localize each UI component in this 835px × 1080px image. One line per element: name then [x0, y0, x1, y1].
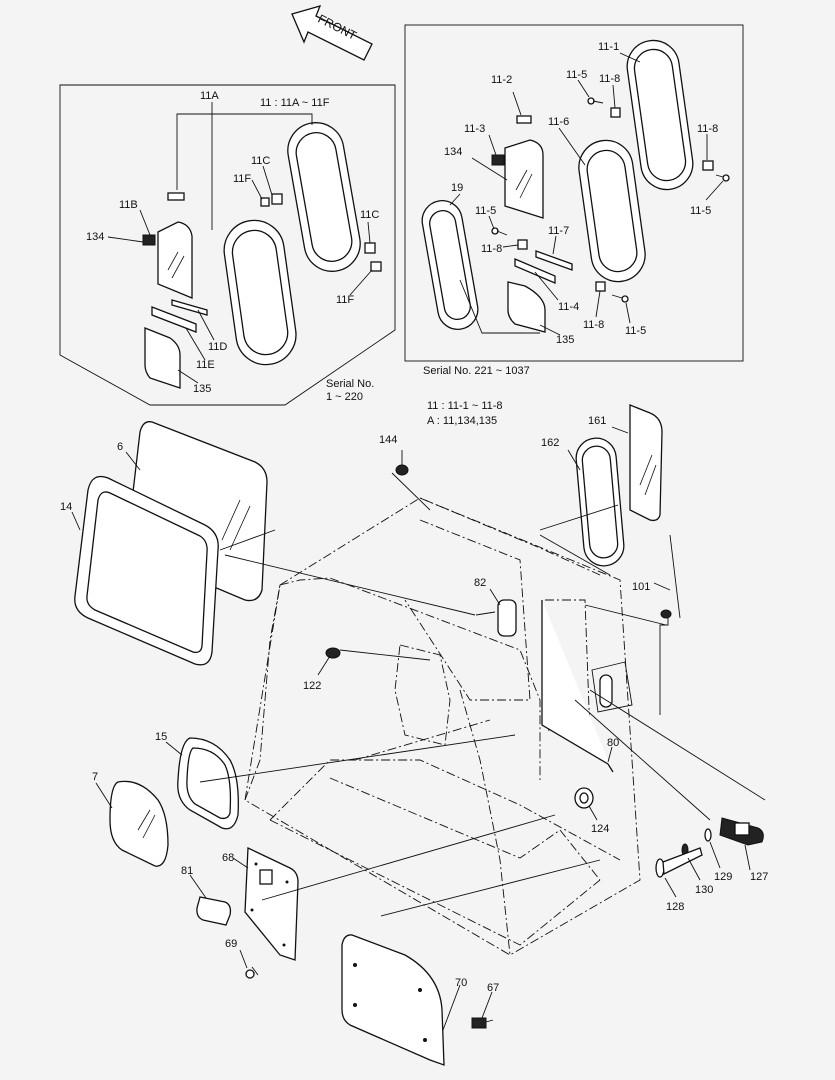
group-note-right-2: A : 11,134,135 [427, 415, 497, 427]
part-label: 11-1 [598, 41, 619, 53]
right-window-assembly [421, 39, 730, 336]
part-label: 129 [714, 871, 732, 883]
part-label: 81 [181, 865, 193, 877]
window-frame-162 [575, 437, 625, 567]
window-glass-7 [109, 780, 169, 867]
part-label: 11F [336, 294, 354, 306]
group-note-right-1: 11 : 11-1 ~ 11-8 [427, 400, 503, 412]
part-label: 134 [444, 146, 462, 158]
part-label: 161 [588, 415, 606, 427]
part-label: 6 [117, 441, 123, 453]
part-label: 162 [541, 437, 559, 449]
door-slot-oval [599, 674, 613, 708]
window-glass-161 [629, 404, 663, 522]
window-frame-14 [74, 475, 219, 666]
part-label: 11-5 [566, 69, 587, 81]
part-label: 14 [60, 501, 72, 513]
part-label: 101 [632, 581, 650, 593]
part-label: 11-3 [464, 123, 485, 135]
part-label: 80 [607, 737, 619, 749]
part-label: 15 [155, 731, 167, 743]
cab-frame [244, 497, 641, 956]
washer-129 [704, 828, 712, 842]
part-label: 11-8 [599, 73, 620, 85]
part-label: 68 [222, 852, 234, 864]
part-label: 11-6 [548, 116, 569, 128]
latch-127 [719, 817, 764, 846]
part-label: 11-5 [625, 325, 646, 337]
part-label: 70 [455, 977, 467, 989]
pad-81 [196, 896, 232, 926]
part-label: 7 [92, 771, 98, 783]
serial-box-right [404, 24, 744, 362]
serial-note-left-line1: Serial No. [326, 378, 374, 390]
part-label: 122 [303, 680, 321, 692]
panel-70 [341, 934, 445, 1066]
serial-note-left-line2: 1 ~ 220 [326, 391, 363, 403]
part-label: 69 [225, 938, 237, 950]
door-panel-slot [591, 661, 633, 713]
part-label: 11-5 [690, 205, 711, 217]
handle-82 [497, 599, 517, 637]
front-arrow: FRONT [291, 5, 373, 61]
grommet-124 [574, 787, 594, 809]
screw-icon [491, 97, 730, 303]
part-label: 11-2 [491, 74, 512, 86]
rod-80 [541, 600, 614, 773]
part-label: 11E [196, 359, 215, 371]
part-label: 19 [451, 182, 463, 194]
part-label: 11-5 [475, 205, 496, 217]
part-label: 127 [750, 871, 768, 883]
bolt-67 [471, 1017, 494, 1029]
part-label: 11-8 [583, 319, 604, 331]
part-label: 11-4 [558, 301, 579, 313]
serial-box-left [59, 84, 396, 406]
plate-68 [244, 846, 299, 961]
left-window-assembly [107, 102, 382, 389]
part-label: 135 [193, 383, 211, 395]
part-label: 128 [666, 901, 684, 913]
part-label: 67 [487, 982, 499, 994]
part-label: 11-7 [548, 225, 569, 237]
window-frame-15 [177, 737, 239, 830]
part-label: 11C [251, 155, 270, 167]
part-label: 130 [695, 884, 713, 896]
part-label: 134 [86, 231, 104, 243]
serial-note-right: Serial No. 221 ~ 1037 [423, 365, 530, 377]
bolt-128 [655, 847, 703, 878]
nut-144 [395, 464, 409, 476]
knob-122 [325, 647, 341, 659]
part-label: 11C [360, 209, 379, 221]
part-label: 11-8 [697, 123, 718, 135]
leader-lines [71, 426, 766, 1031]
part-label: 82 [474, 577, 486, 589]
part-label: 144 [379, 434, 397, 446]
part-label: 11B [119, 199, 138, 211]
part-label: 124 [591, 823, 609, 835]
rod-101 [659, 534, 681, 715]
screw-69 [245, 966, 259, 979]
part-label: 11-8 [481, 243, 502, 255]
group-note-left: 11 : 11A ~ 11F [260, 97, 330, 109]
part-label: 11D [208, 341, 227, 353]
part-label: 11F [233, 173, 251, 185]
part-labels: 11A 11C 11F 11B 134 11C 11F 11D 11E 135 … [60, 41, 768, 994]
part-label: 135 [556, 334, 574, 346]
part-label: 11A [200, 90, 219, 102]
